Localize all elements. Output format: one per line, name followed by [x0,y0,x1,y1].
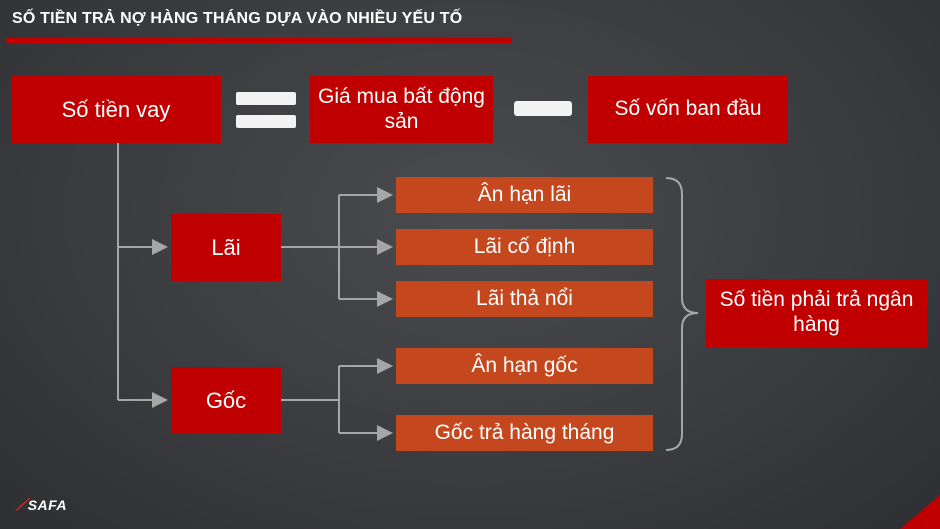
initial-capital-box: Số vốn ban đầu [588,76,788,143]
title-underline [6,38,512,43]
interest-box: Lãi [171,214,281,281]
safa-logo-text: SAFA [27,497,68,513]
property-price-box: Giá mua bất động sản [310,76,493,143]
bank-payment-box: Số tiền phải trả ngân hàng [706,279,927,347]
principal-box: Gốc [171,367,281,434]
safa-logo: ⟋SAFA [16,497,67,515]
principal-option-monthly: Gốc trả hàng tháng [396,415,653,451]
curly-brace [665,177,699,451]
principal-option-grace: Ân hạn gốc [396,348,653,384]
equals-sign-top-bar [236,92,296,105]
page-title: SỐ TIỀN TRẢ NỢ HÀNG THÁNG DỰA VÀO NHIỀU … [12,10,463,27]
interest-option-fixed: Lãi cố định [396,229,653,265]
interest-option-floating: Lãi thả nổi [396,281,653,317]
safa-logo-mark-icon: ⟋ [16,497,28,514]
minus-sign [514,101,572,116]
interest-option-grace: Ân hạn lãi [396,177,653,213]
equals-sign-bottom-bar [236,115,296,128]
loan-amount-box: Số tiền vay [11,76,221,143]
corner-accent [900,495,940,529]
